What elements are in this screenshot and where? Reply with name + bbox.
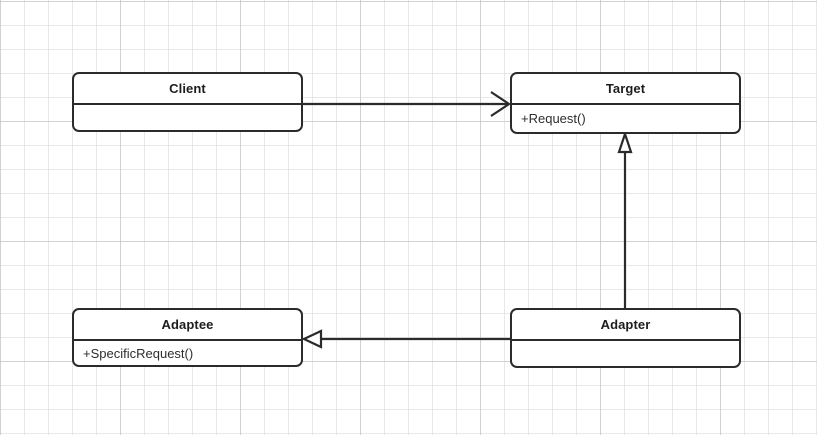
connector-adapter-to-adaptee[interactable] bbox=[301, 329, 510, 349]
uml-class-adaptee[interactable]: Adaptee +SpecificRequest() bbox=[72, 308, 303, 367]
uml-class-client[interactable]: Client bbox=[72, 72, 303, 132]
uml-class-title-client: Client bbox=[74, 74, 301, 105]
uml-class-title-target: Target bbox=[512, 74, 739, 105]
hollow-triangle-arrowhead-icon bbox=[617, 130, 633, 154]
uml-member-specific-request: +SpecificRequest() bbox=[83, 345, 194, 361]
connector-client-to-target[interactable] bbox=[303, 91, 511, 117]
uml-class-members-adapter bbox=[512, 341, 739, 366]
uml-class-members-adaptee: +SpecificRequest() bbox=[74, 341, 301, 365]
uml-class-title-adaptee: Adaptee bbox=[74, 310, 301, 341]
uml-class-members-target: +Request() bbox=[512, 105, 739, 132]
open-v-arrowhead-icon bbox=[490, 91, 511, 117]
uml-member-request: +Request() bbox=[521, 111, 586, 126]
uml-class-target[interactable]: Target +Request() bbox=[510, 72, 741, 134]
uml-class-title-adapter: Adapter bbox=[512, 310, 739, 341]
connector-adapter-to-target[interactable] bbox=[617, 130, 633, 308]
uml-class-members-client bbox=[74, 105, 301, 130]
hollow-triangle-arrowhead-icon-2 bbox=[301, 329, 323, 349]
uml-class-adapter[interactable]: Adapter bbox=[510, 308, 741, 368]
